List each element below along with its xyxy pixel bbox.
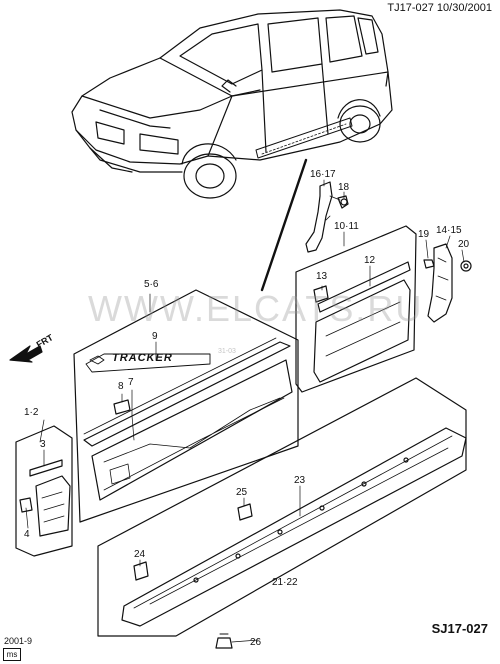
vehicle-illustration [71,9,393,199]
part-label-19: 19 [418,229,430,240]
part-label-13: 13 [316,271,328,282]
rocker-panel-21-22 [97,377,467,637]
panel-5-6 [73,289,299,523]
bracket-16-17 [305,181,349,253]
part-label-3: 3 [40,439,46,450]
part-label-14-15: 14·15 [436,225,462,236]
part-label-26: 26 [250,637,262,648]
part-label-10-11: 10·11 [334,221,359,232]
sheet-code: SJ17-027 [431,621,488,636]
watermark: WWW.ELCATS.RU [88,288,424,329]
mud-flap-14-15 [423,243,472,323]
clip-26 [215,633,233,649]
part-label-18: 18 [338,182,350,193]
front-direction-arrow [9,345,43,363]
watermark-small: 31-03 [218,348,236,355]
tracker-badge-text: TRACKER [112,352,173,364]
part-label-9: 9 [152,331,158,342]
part-label-1-2: 1·2 [24,407,39,418]
part-label-16-17: 16·17 [310,169,336,180]
part-label-5-6: 5·6 [144,279,159,290]
part-label-20: 20 [458,239,470,250]
ms-label: ms [3,648,21,661]
leader-arrow [260,158,308,292]
part-label-23: 23 [294,475,306,486]
part-label-8: 8 [118,381,124,392]
footer-date: 2001-9 [4,636,33,646]
part-label-24: 24 [134,549,146,560]
part-label-7: 7 [128,377,134,388]
part-label-25: 25 [236,487,248,498]
part-label-12: 12 [364,255,376,266]
part-label-4: 4 [24,529,30,540]
leader-lines [25,179,465,643]
panel-1-2 [15,425,73,557]
part-label-21-22: 21·22 [272,577,298,588]
diagram-reference-code: TJ17-027 10/30/2001 [387,2,492,14]
